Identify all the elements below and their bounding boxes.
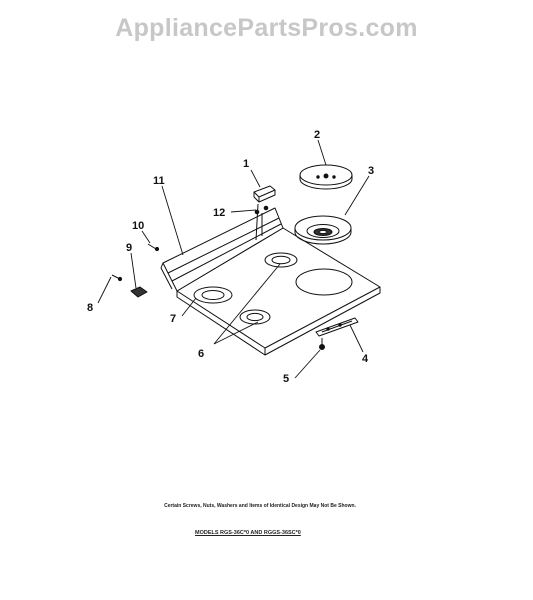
- cooktop-panel: [160, 207, 381, 356]
- bracket-part: [253, 185, 276, 241]
- burner-opening-front-left: [193, 286, 233, 304]
- parts-note: Certain Screws, Nuts, Washers and Items …: [164, 503, 356, 509]
- callout-11: 11: [153, 175, 165, 187]
- screw-part-5: [319, 338, 325, 350]
- callout-7: 7: [170, 313, 176, 325]
- callout-2: 2: [314, 129, 320, 141]
- callout-9: 9: [126, 242, 132, 254]
- burner-head: [294, 215, 352, 245]
- callout-8: 8: [87, 302, 93, 314]
- leader-lines: [97, 139, 370, 379]
- hinge-bar: [315, 317, 359, 337]
- site-watermark: AppliancePartsPros.com: [115, 14, 418, 42]
- callout-1: 1: [243, 158, 249, 170]
- callout-4: 4: [362, 353, 369, 365]
- callout-5: 5: [283, 373, 289, 385]
- callout-3: 3: [368, 165, 374, 177]
- callout-10: 10: [132, 220, 144, 232]
- screw-part-10: [147, 243, 160, 252]
- burner-opening-rear-left: [264, 252, 298, 268]
- screw-part-8: [111, 274, 123, 282]
- callout-12: 12: [213, 207, 225, 219]
- models-label: MODELS RGS-36C*0 AND RGGS-36SC*0: [195, 530, 301, 536]
- clip-part-9: [130, 286, 148, 298]
- callout-6: 6: [198, 348, 204, 360]
- burner-opening-large: [295, 268, 353, 296]
- burner-cap: [299, 164, 353, 190]
